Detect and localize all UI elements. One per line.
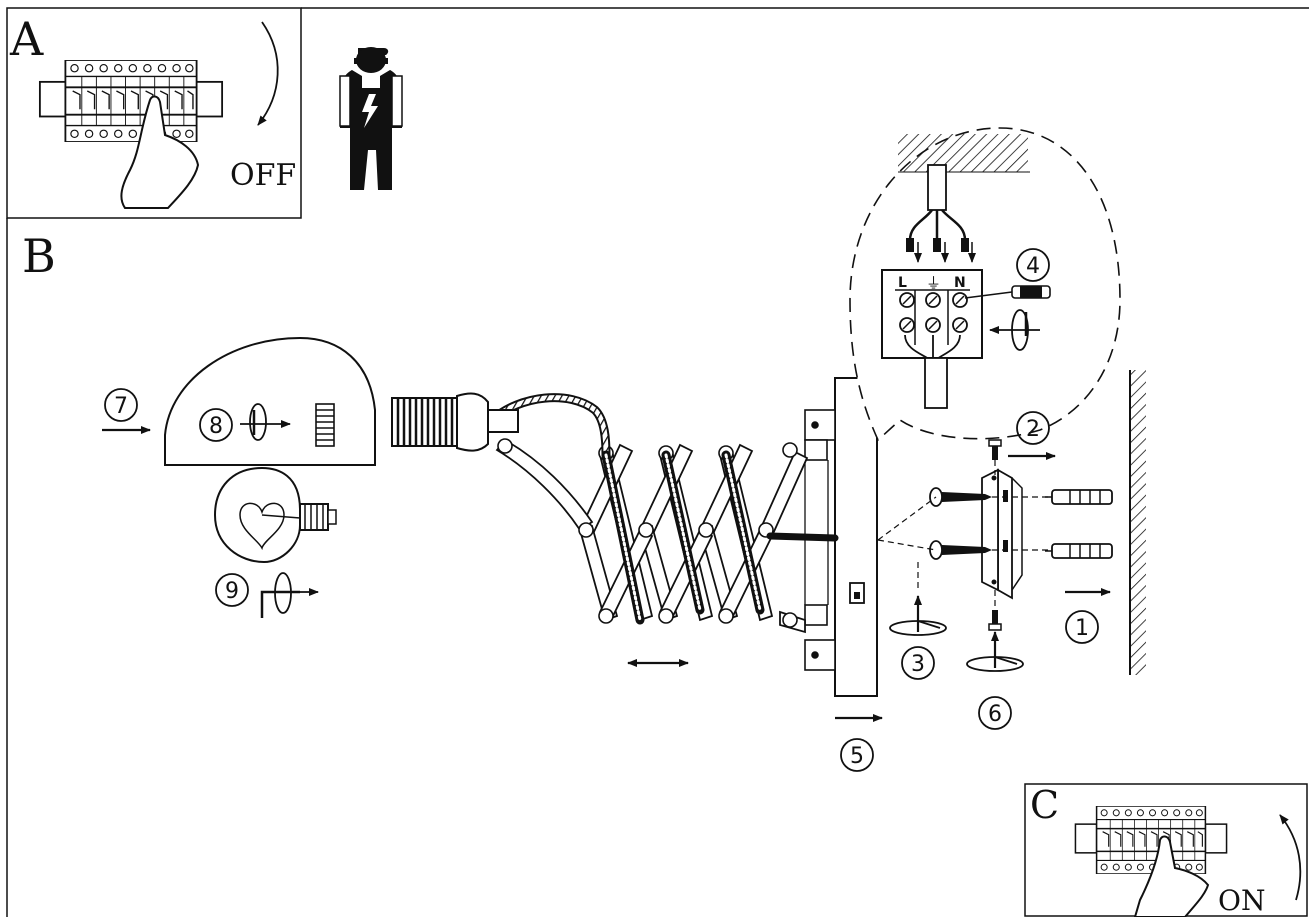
- step-number-2: 2: [1026, 417, 1040, 442]
- small-screw-top: [988, 439, 1002, 460]
- step-number-4: 4: [1026, 254, 1040, 279]
- turn-off-arrow: [257, 21, 279, 126]
- braided-cable: [487, 393, 839, 625]
- screwdriver-icon: [964, 285, 1051, 299]
- step-numbers: [104, 248, 1099, 772]
- rotate-icon: [240, 403, 291, 441]
- wall: [1129, 370, 1146, 675]
- light-bulb-icon: [213, 466, 337, 564]
- wall-plug-bottom: [1045, 543, 1113, 559]
- shade-ring-icon: [315, 403, 335, 447]
- circuit-breaker-icon: [1074, 806, 1228, 874]
- wall-plug-top: [1045, 489, 1113, 505]
- step-number-8: 8: [209, 414, 223, 439]
- panel-a-state: OFF: [230, 158, 296, 193]
- panel-a-frame: [6, 7, 302, 219]
- hand-icon: [1133, 835, 1210, 918]
- step-number-6: 6: [988, 702, 1002, 727]
- panel-b-letter: B: [22, 229, 56, 283]
- terminal-label-live: L: [898, 275, 907, 291]
- electrician-icon: [339, 47, 403, 190]
- lamp-base-plate: [834, 377, 878, 697]
- terminal-label-neutral: N: [954, 275, 966, 291]
- small-screw-bottom: [988, 610, 1002, 631]
- step-arrows: [102, 426, 1111, 722]
- connection-detail: L ⏚ N: [849, 127, 1121, 442]
- step-number-3: 3: [911, 652, 925, 677]
- rotate-icons: [889, 620, 1024, 672]
- step-number-1: 1: [1075, 616, 1089, 641]
- panel-c: C ON: [1024, 783, 1308, 918]
- circuit-breaker-icon: [38, 60, 224, 142]
- panel-b: B: [6, 7, 1309, 917]
- alignment-lines: [877, 460, 1050, 608]
- lamp-socket: [391, 392, 519, 452]
- hinge-tabs: [804, 409, 836, 671]
- mounting-bracket: [981, 468, 1023, 600]
- turn-on-arrow: [1279, 814, 1302, 901]
- step-number-5: 5: [850, 744, 864, 769]
- hand-icon: [120, 95, 200, 209]
- lamp-shade: [164, 336, 376, 466]
- panel-a: A OFF: [6, 7, 302, 219]
- terminal-block: L ⏚ N: [881, 269, 983, 359]
- wood-screw-bottom: [929, 540, 992, 560]
- step-number-7: 7: [114, 394, 128, 419]
- panel-c-letter: C: [1030, 783, 1059, 827]
- panel-a-letter: A: [9, 12, 44, 66]
- step-number-9: 9: [225, 579, 239, 604]
- tighten-icon: [989, 309, 1040, 351]
- panel-c-state: ON: [1218, 884, 1265, 917]
- rotate-bulb-icon: [260, 572, 319, 618]
- terminal-label-earth: ⏚: [926, 274, 941, 292]
